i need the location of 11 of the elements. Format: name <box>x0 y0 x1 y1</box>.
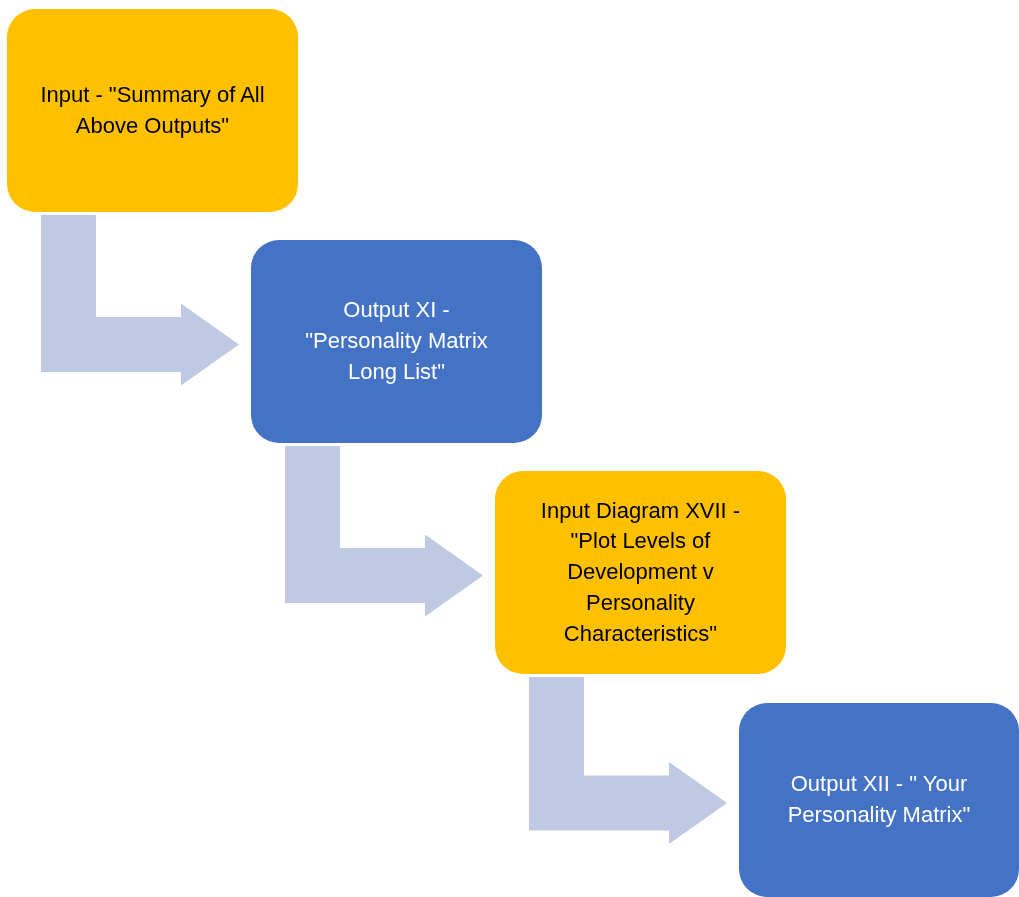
bent-arrow <box>529 677 727 844</box>
box-text: Input Diagram XVII - "Plot Levels of Development v Personality Characteristics" <box>539 496 742 648</box>
process-box <box>739 703 1019 897</box>
process-box <box>495 471 786 674</box>
box-text: Input - "Summary of All Above Outputs" <box>39 80 266 140</box>
process-box <box>251 240 542 443</box>
process-box <box>7 9 298 212</box>
bent-arrow <box>285 446 483 617</box>
box-text: Output XI - "Personality Matrix Long List" <box>304 296 489 386</box>
bent-arrow <box>41 215 239 386</box>
box-text: Output XII - " Your Personality Matrix" <box>786 770 972 829</box>
